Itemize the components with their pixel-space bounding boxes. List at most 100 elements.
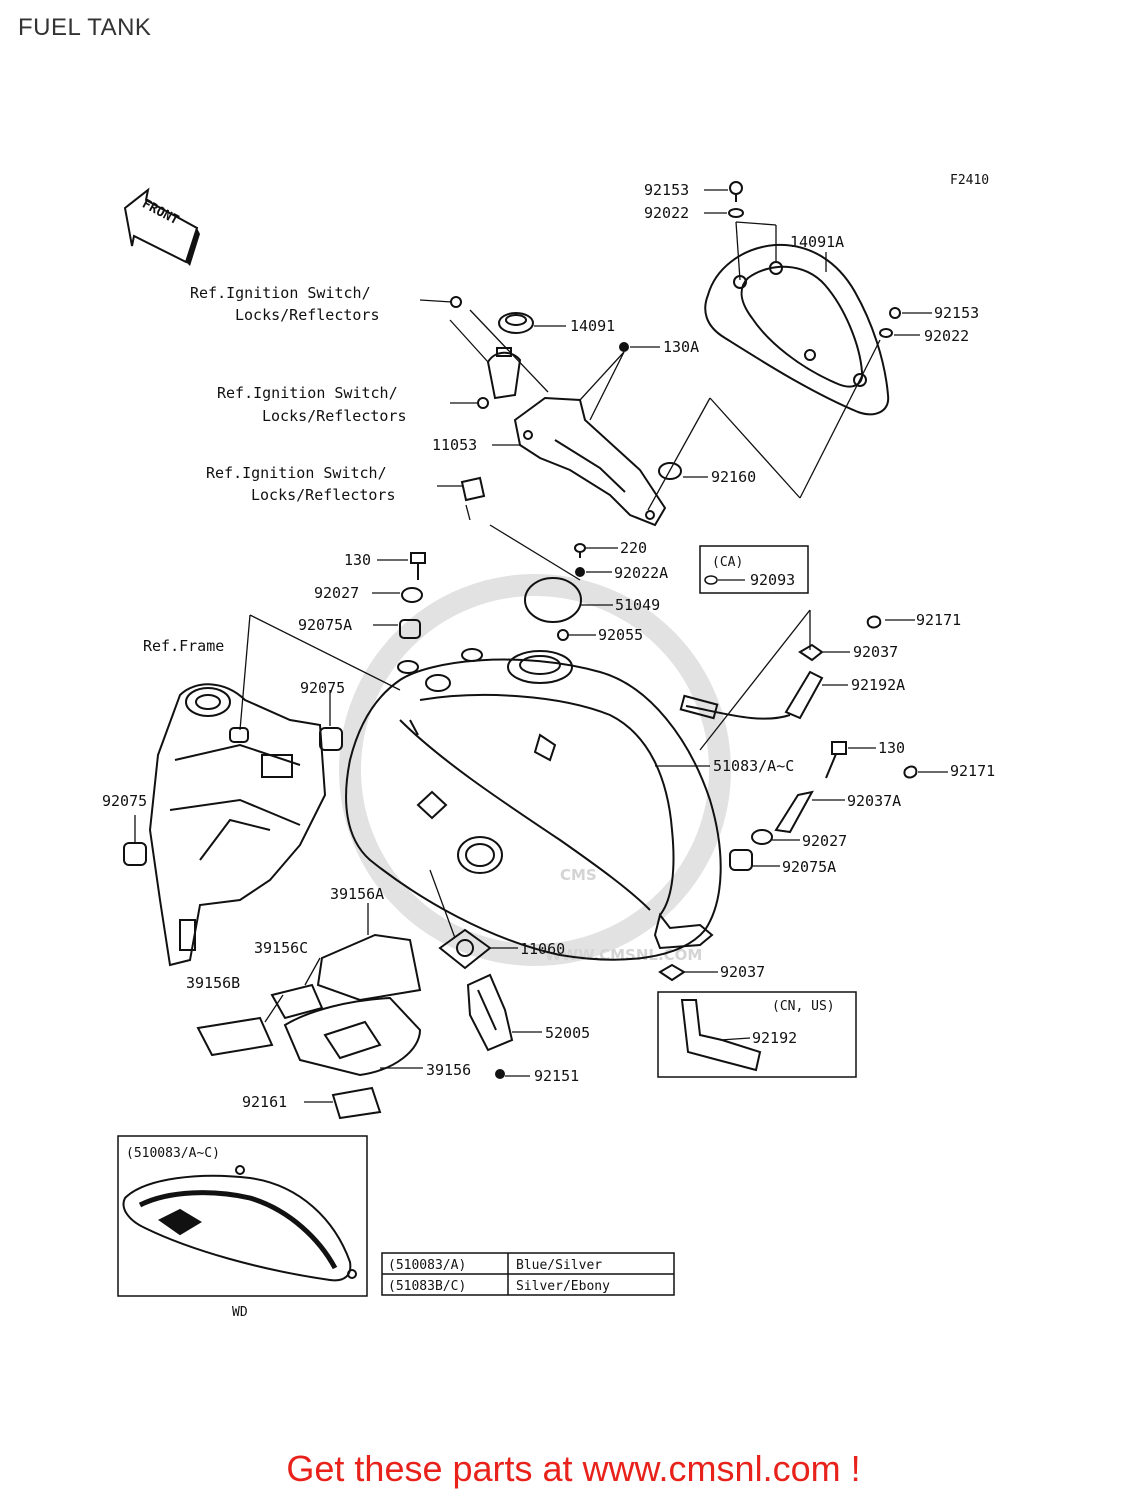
screw-92153-right — [889, 307, 901, 319]
pad-39156B — [196, 1016, 274, 1057]
part-92037-bottom: 92037 — [720, 963, 765, 981]
part-92022-top: 92022 — [644, 204, 689, 222]
part-130-right: 130 — [878, 739, 905, 757]
pad-39156C — [270, 983, 324, 1020]
inset-caption: WD — [232, 1305, 248, 1320]
color-table: (510083/A) Blue/Silver (51083B/C) Silver… — [381, 1252, 675, 1296]
cap-51049 — [524, 577, 582, 623]
washer-92022A — [575, 567, 585, 577]
watermark: CMS WWW.CMSNL.COM — [339, 574, 731, 966]
color-row-2-code: (51083B/C) — [388, 1279, 466, 1294]
watermark-site: WWW.CMSNL.COM — [545, 946, 702, 964]
bracket-11053 — [513, 396, 667, 527]
ref-ignition-1-line1: Ref.Ignition Switch/ — [190, 284, 371, 302]
part-92153-top: 92153 — [644, 181, 689, 199]
washer-92093 — [704, 575, 718, 585]
pad-39156A — [316, 933, 422, 1002]
ignition-housing — [486, 347, 522, 400]
part-11053: 11053 — [432, 436, 477, 454]
cap-14091 — [498, 312, 534, 334]
pump-52005 — [466, 973, 514, 1052]
damper-92075A-left — [399, 619, 421, 639]
part-92037-top: 92037 — [853, 643, 898, 661]
color-row-2-color: Silver/Ebony — [516, 1279, 610, 1294]
damper-92075A-right — [729, 849, 753, 871]
part-92027-left: 92027 — [314, 584, 359, 602]
tank-cover-panel — [704, 243, 890, 416]
collar-92027-left — [401, 587, 423, 603]
bolt-130A — [619, 342, 629, 352]
part-92160: 92160 — [711, 468, 756, 486]
part-92171-right: 92171 — [950, 762, 995, 780]
cn-us-box: (CN, US) — [657, 991, 857, 1078]
part-11060: 11060 — [520, 940, 565, 958]
tube-92037A — [774, 790, 814, 834]
part-39156C: 39156C — [254, 939, 308, 957]
part-130A: 130A — [663, 338, 699, 356]
screw-ref-1 — [450, 296, 462, 308]
part-92192: 92192 — [752, 1029, 797, 1047]
part-51083: 51083/A~C — [713, 757, 794, 775]
screw-ref-2 — [477, 397, 489, 409]
ca-box: (CA) 92093 — [699, 545, 809, 594]
part-92192A: 92192A — [851, 676, 905, 694]
color-row-1-code: (510083/A) — [388, 1258, 466, 1273]
clamp-92037-top — [798, 643, 824, 662]
watermark-brand: CMS — [560, 866, 597, 884]
grommet-92160 — [658, 462, 682, 480]
part-14091: 14091 — [570, 317, 615, 335]
grommet-under-tank — [397, 660, 419, 674]
part-52005: 52005 — [545, 1024, 590, 1042]
page-title: FUEL TANK — [18, 14, 152, 41]
washer-92022-right — [879, 328, 893, 338]
part-92022A: 92022A — [614, 564, 668, 582]
front-arrow-icon: FRONT — [123, 187, 200, 266]
part-92075-mid: 92075 — [300, 679, 345, 697]
part-14091A: 14091A — [790, 233, 844, 251]
frame — [148, 683, 327, 967]
hose-92192A — [679, 670, 824, 720]
inset-box: (510083/A~C) WD — [117, 1135, 368, 1320]
plug-ref-3 — [460, 476, 486, 502]
part-92151: 92151 — [534, 1067, 579, 1085]
part-92022-right: 92022 — [924, 327, 969, 345]
collar-92027-right — [751, 829, 773, 845]
washer-92022-top — [728, 208, 744, 218]
ca-box-label: (CA) — [712, 555, 743, 570]
clamp-92171-right — [903, 765, 918, 779]
bolt-130-right — [825, 741, 847, 779]
ref-ignition-1-line2: Locks/Reflectors — [235, 306, 380, 324]
part-92027-right: 92027 — [802, 832, 847, 850]
part-220: 220 — [620, 539, 647, 557]
pad-92161 — [331, 1086, 382, 1120]
ref-ignition-2-line2: Locks/Reflectors — [262, 407, 407, 425]
ref-ignition-2-line1: Ref.Ignition Switch/ — [217, 384, 398, 402]
part-92075A-left: 92075A — [298, 616, 352, 634]
part-92093: 92093 — [750, 571, 795, 589]
part-92161: 92161 — [242, 1093, 287, 1111]
ref-ignition-3-line2: Locks/Reflectors — [251, 486, 396, 504]
screw-92151 — [495, 1069, 505, 1079]
clamp-92171-top — [866, 615, 882, 629]
footer-link[interactable]: Get these parts at www.cmsnl.com ! — [286, 1448, 861, 1489]
part-92055: 92055 — [598, 626, 643, 644]
inset-box-label: (510083/A~C) — [126, 1146, 220, 1161]
part-51049: 51049 — [615, 596, 660, 614]
bolt-130-left — [410, 552, 426, 580]
clamp-92037-bottom — [658, 963, 686, 982]
hose-92192 — [680, 999, 762, 1072]
tank-decal-illustration — [122, 1165, 357, 1282]
bolt-220 — [574, 543, 586, 558]
pad-39156 — [283, 996, 422, 1077]
part-130-left: 130 — [344, 551, 371, 569]
color-row-1-color: Blue/Silver — [516, 1258, 602, 1273]
gasket-92055 — [557, 629, 569, 641]
screw-92153-top — [729, 181, 743, 202]
figure-code: F2410 — [950, 173, 989, 188]
part-92037A: 92037A — [847, 792, 901, 810]
damper-92075-mid — [319, 727, 343, 751]
damper-92075-left — [123, 842, 147, 866]
part-39156: 39156 — [426, 1061, 471, 1079]
part-92171-top: 92171 — [916, 611, 961, 629]
